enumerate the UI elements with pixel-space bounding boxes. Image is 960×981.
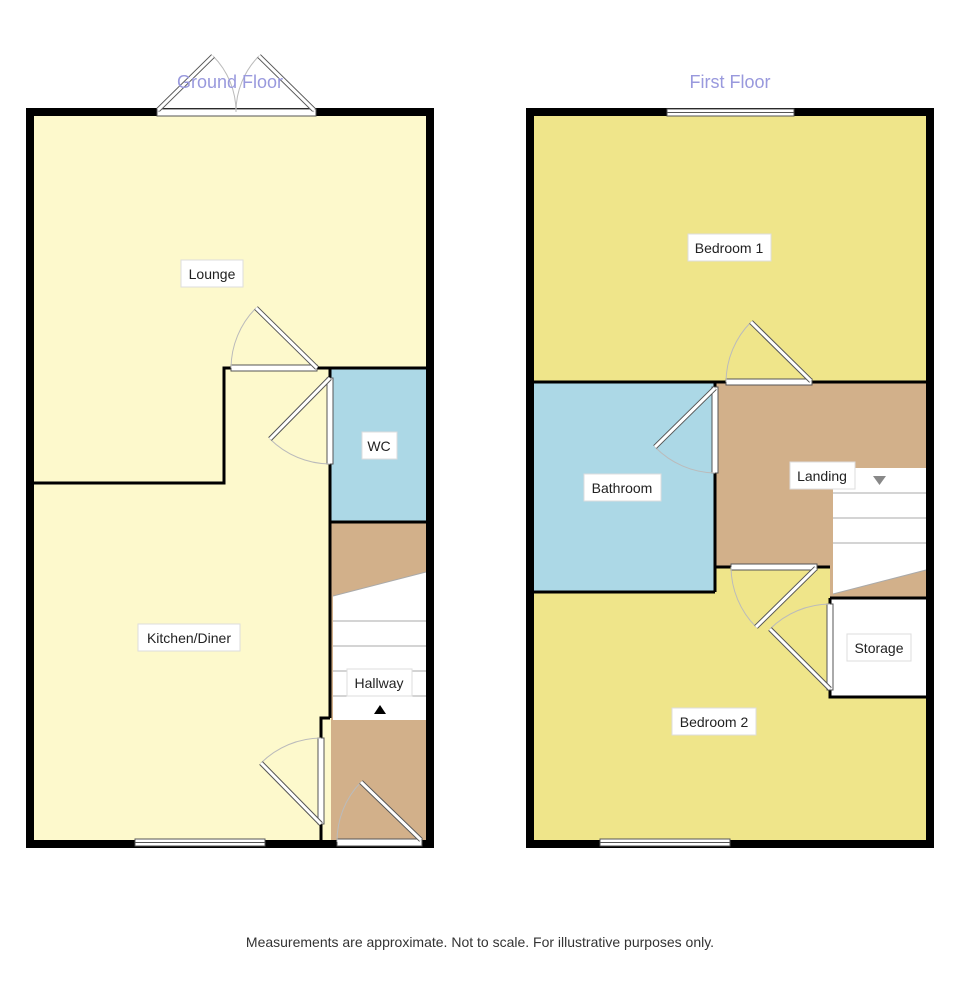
front-door (336, 780, 423, 847)
bedroom1-label: Bedroom 1 (695, 240, 764, 256)
wc-label: WC (367, 438, 390, 454)
lounge-door (230, 306, 319, 372)
storage-door (768, 603, 834, 691)
stairs-down-arrow-icon (873, 476, 886, 485)
kitchen-room (32, 368, 332, 842)
first-floor: Bedroom 1 Bathroom Landing Storage Bedro… (526, 72, 934, 848)
label-bathroom: Bathroom (583, 473, 662, 502)
label-bedroom2: Bedroom 2 (671, 707, 757, 736)
bathroom-door (653, 386, 719, 474)
hallway-label: Hallway (354, 675, 403, 691)
storage-label: Storage (854, 640, 903, 656)
kitchen-door (259, 737, 325, 826)
ground-windows (134, 838, 266, 847)
first-windows (599, 108, 795, 847)
label-lounge: Lounge (180, 259, 244, 288)
label-storage: Storage (846, 633, 912, 662)
label-wc: WC (361, 431, 398, 460)
label-kitchen: Kitchen/Diner (137, 623, 241, 652)
bedroom2-label: Bedroom 2 (680, 714, 749, 730)
first-floor-title: First Floor (690, 72, 771, 92)
patio-doors (156, 54, 317, 117)
landing-label: Landing (797, 468, 847, 484)
wc-door (268, 376, 334, 465)
bedroom1-door (725, 320, 813, 386)
label-landing: Landing (789, 461, 856, 490)
ground-floor: Lounge WC Kitchen/Diner Hallway Ground F… (26, 54, 434, 848)
label-hallway: Hallway (346, 668, 413, 697)
ground-stairs (332, 571, 427, 720)
stairs-up-arrow-icon (374, 705, 386, 714)
first-stairs (832, 468, 927, 595)
lounge-label: Lounge (189, 266, 236, 282)
bathroom-label: Bathroom (592, 480, 653, 496)
ground-floor-title: Ground Floor (177, 72, 283, 92)
label-bedroom1: Bedroom 1 (687, 233, 772, 262)
kitchen-label: Kitchen/Diner (147, 630, 231, 646)
disclaimer-text: Measurements are approximate. Not to sca… (246, 934, 714, 950)
bedroom2-door (730, 563, 818, 629)
